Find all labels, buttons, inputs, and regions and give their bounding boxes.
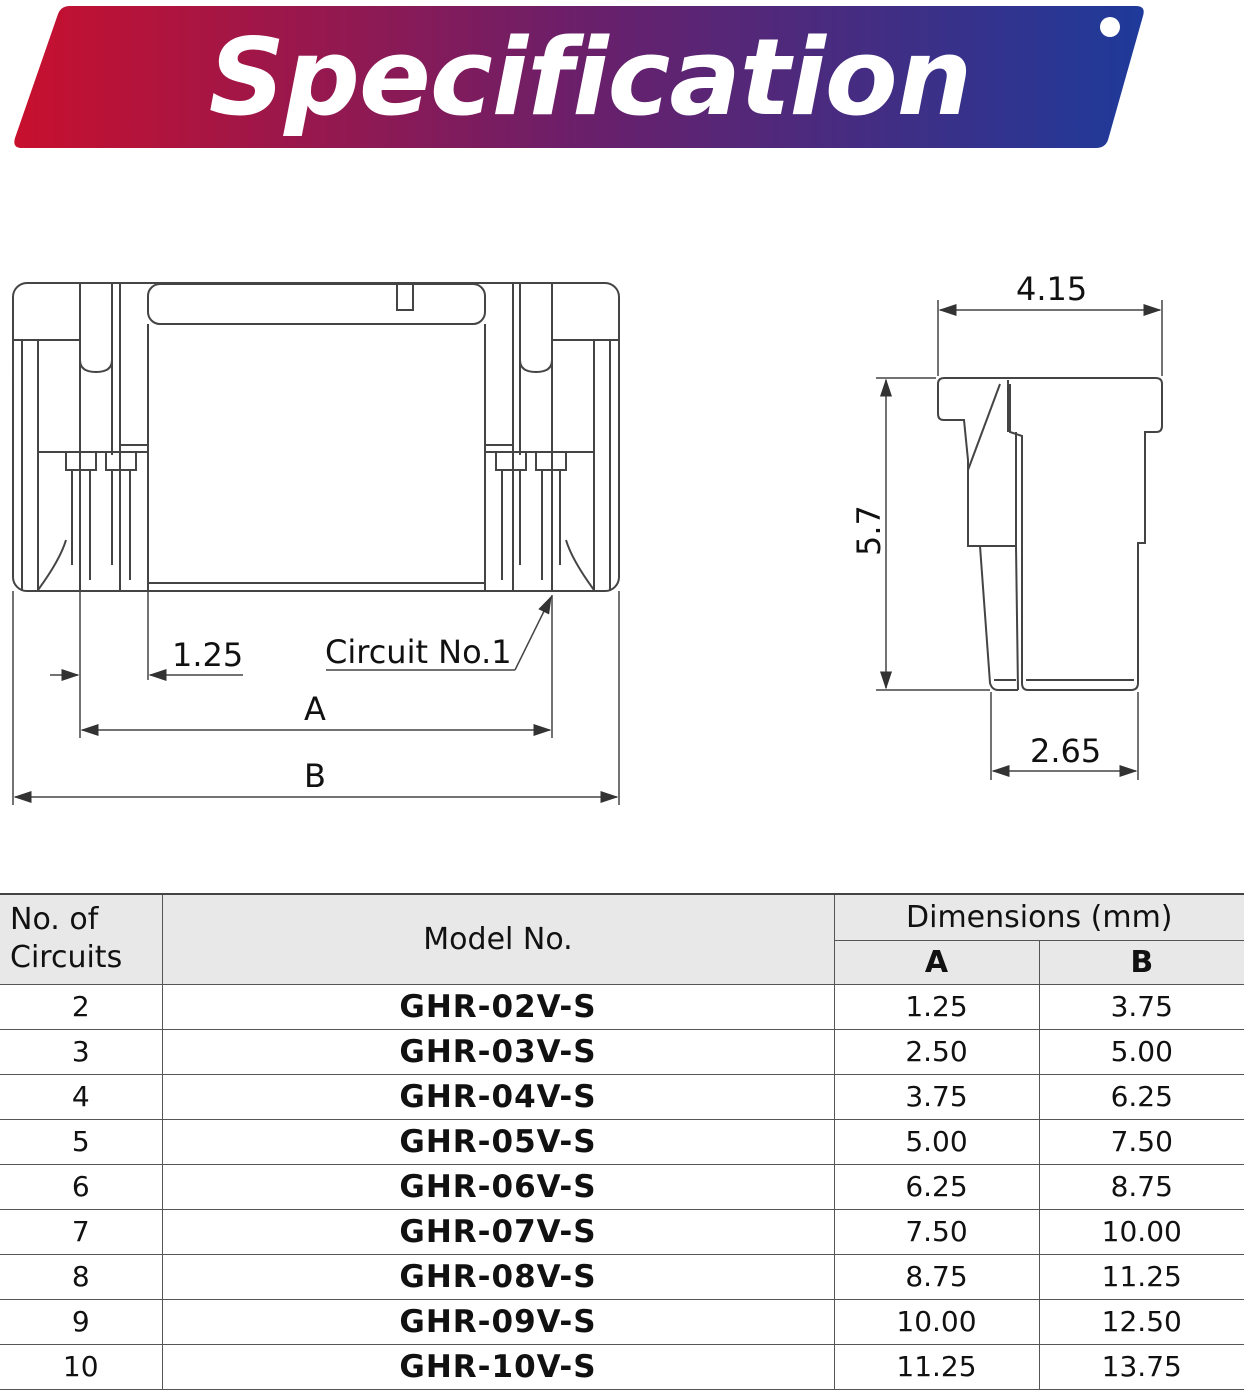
dimension-a-cell: 8.75 (834, 1254, 1040, 1300)
circuits-cell: 5 (0, 1119, 163, 1165)
model-cell: GHR-03V-S (162, 1029, 835, 1075)
model-cell: GHR-08V-S (162, 1254, 835, 1300)
bottom-width-label: 2.65 (1030, 732, 1101, 770)
dimension-a-cell: 7.50 (834, 1209, 1040, 1255)
side-view (937, 377, 1163, 691)
banner-hole-icon (1100, 17, 1120, 37)
model-cell: GHR-04V-S (162, 1074, 835, 1120)
front-view-dimensions (12, 591, 620, 805)
specification-banner: Specification (0, 0, 1246, 160)
dimension-a-cell: 10.00 (834, 1299, 1040, 1345)
model-cell: GHR-05V-S (162, 1119, 835, 1165)
dimension-b-cell: 3.75 (1039, 984, 1245, 1030)
circuits-cell: 6 (0, 1164, 163, 1210)
dimension-b-cell: 5.00 (1039, 1029, 1245, 1075)
circuits-cell: 10 (0, 1344, 163, 1390)
dimension-b-cell: 10.00 (1039, 1209, 1245, 1255)
dimension-a-cell: 2.50 (834, 1029, 1040, 1075)
dimension-b-cell: 7.50 (1039, 1119, 1245, 1165)
page-title: Specification (208, 16, 972, 139)
side-view-dimensions (876, 300, 1163, 780)
header-model: Model No. (162, 893, 835, 985)
model-cell: GHR-07V-S (162, 1209, 835, 1255)
model-cell: GHR-02V-S (162, 984, 835, 1030)
dimension-a-cell: 3.75 (834, 1074, 1040, 1120)
dimension-a-label: A (304, 690, 326, 728)
dimension-b-cell: 8.75 (1039, 1164, 1245, 1210)
circuits-cell: 7 (0, 1209, 163, 1255)
dimension-b-cell: 13.75 (1039, 1344, 1245, 1390)
dimension-a-cell: 6.25 (834, 1164, 1040, 1210)
front-view (12, 282, 620, 592)
pitch-label: 1.25 (172, 636, 243, 674)
circuits-cell: 2 (0, 984, 163, 1030)
dimension-a-cell: 5.00 (834, 1119, 1040, 1165)
technical-drawing: 1.25 Circuit No.1 A B 4.15 (0, 260, 1246, 840)
width-label: 4.15 (1016, 270, 1087, 308)
dimension-b-cell: 6.25 (1039, 1074, 1245, 1120)
model-cell: GHR-09V-S (162, 1299, 835, 1345)
model-cell: GHR-06V-S (162, 1164, 835, 1210)
header-circuits: No. of Circuits (0, 893, 163, 985)
dimension-a-cell: 1.25 (834, 984, 1040, 1030)
header-dimensions: Dimensions (mm) (834, 893, 1245, 941)
height-label: 5.7 (850, 505, 888, 556)
connector-drawing-svg: 1.25 Circuit No.1 A B 4.15 (12, 270, 1163, 805)
circuits-cell: 8 (0, 1254, 163, 1300)
dimension-b-label: B (304, 757, 326, 795)
circuits-cell: 3 (0, 1029, 163, 1075)
dimension-a-cell: 11.25 (834, 1344, 1040, 1390)
dimension-b-cell: 12.50 (1039, 1299, 1245, 1345)
dimensions-table: No. of Circuits Model No. Dimensions (mm… (0, 893, 1245, 1390)
banner-background (14, 6, 1144, 148)
header-b: B (1039, 940, 1245, 985)
circuits-cell: 4 (0, 1074, 163, 1120)
circuits-cell: 9 (0, 1299, 163, 1345)
model-cell: GHR-10V-S (162, 1344, 835, 1390)
circuit-no-label: Circuit No.1 (325, 633, 512, 671)
dimension-b-cell: 11.25 (1039, 1254, 1245, 1300)
header-a: A (834, 940, 1040, 985)
